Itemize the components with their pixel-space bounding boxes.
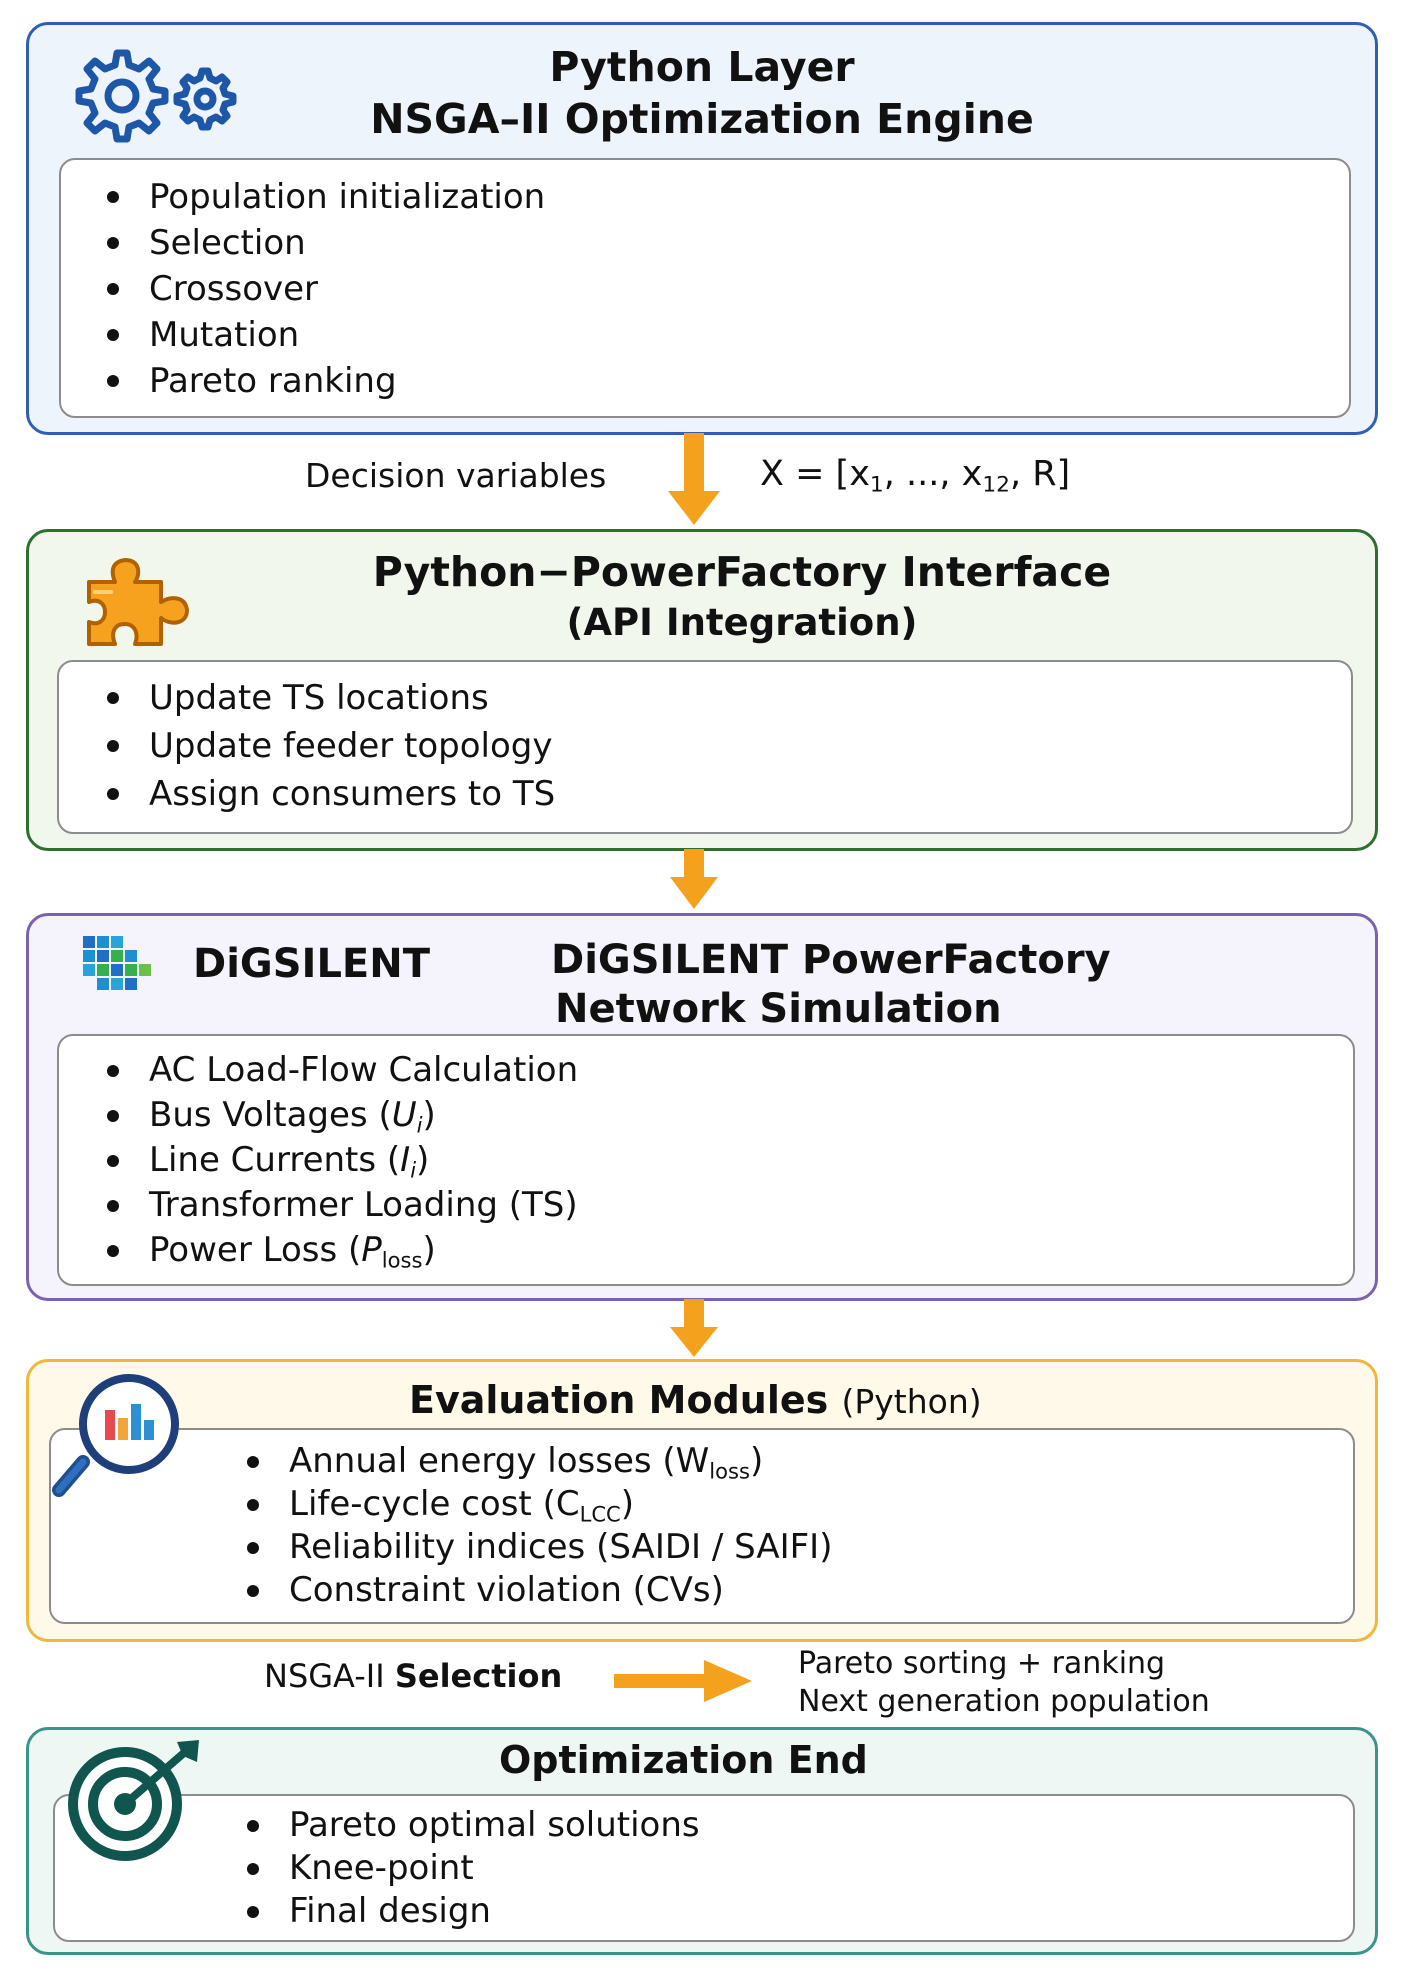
list-item: AC Load-Flow Calculation bbox=[101, 1048, 578, 1093]
item-text: ) bbox=[620, 1484, 635, 1524]
formula-subscript: 12 bbox=[982, 472, 1010, 498]
item-symbol: U bbox=[391, 1095, 417, 1135]
item-subscript: loss bbox=[381, 1247, 423, 1273]
item-text: Constraint violation (CVs) bbox=[289, 1570, 724, 1610]
simulation-panel: DiGSILENT DiGSILENT PowerFactory Network… bbox=[26, 913, 1378, 1301]
optimization-end-title: Optimization End bbox=[499, 1738, 868, 1782]
item-symbol: I bbox=[400, 1140, 411, 1180]
formula-part: , R] bbox=[1009, 454, 1071, 494]
evaluation-title: Evaluation Modules (Python) bbox=[409, 1374, 982, 1428]
interface-steps: Update TS locations Update feeder topolo… bbox=[101, 674, 555, 818]
item-text: Reliability indices (SAIDI / SAIFI) bbox=[289, 1527, 833, 1567]
list-item: Assign consumers to TS bbox=[101, 770, 555, 818]
item-text: ) bbox=[416, 1140, 430, 1180]
decision-vector-formula: X = [x1, ..., x12, R] bbox=[760, 454, 1071, 496]
list-item: Update feeder topology bbox=[101, 722, 555, 770]
end-results: Pareto optimal solutions Knee-point Fina… bbox=[241, 1804, 700, 1933]
simulation-subtitle: Network Simulation bbox=[555, 986, 1002, 1032]
item-text: Power Loss ( bbox=[149, 1230, 362, 1270]
item-text: ) bbox=[750, 1441, 764, 1481]
decision-variables-label: Decision variables bbox=[305, 456, 607, 495]
digsilent-logo-icon bbox=[83, 936, 151, 990]
item-text: Transformer Loading (TS) bbox=[149, 1185, 578, 1225]
down-arrow-3 bbox=[670, 1299, 718, 1357]
interface-panel: Python−PowerFactory Interface (API Integ… bbox=[26, 529, 1378, 851]
item-symbol: P bbox=[361, 1230, 382, 1270]
selection-label-prefix: NSGA-II bbox=[264, 1657, 385, 1695]
item-text: ) bbox=[422, 1095, 436, 1135]
simulation-title: DiGSILENT PowerFactory bbox=[551, 937, 1111, 983]
list-item: Bus Voltages (Ui) bbox=[101, 1093, 578, 1138]
pareto-sorting-label: Pareto sorting + ranking bbox=[798, 1646, 1166, 1681]
list-item: Reliability indices (SAIDI / SAIFI) bbox=[241, 1526, 832, 1569]
list-item: Annual energy losses (Wloss) bbox=[241, 1440, 832, 1483]
end-results-box: Pareto optimal solutions Knee-point Fina… bbox=[53, 1794, 1355, 1942]
list-item: Crossover bbox=[101, 266, 545, 312]
python-layer-subtitle: NSGA–II Optimization Engine bbox=[370, 95, 1034, 143]
target-icon bbox=[68, 1740, 199, 1861]
python-layer-steps-box: Population initialization Selection Cros… bbox=[59, 158, 1351, 418]
python-layer-steps: Population initialization Selection Cros… bbox=[101, 174, 545, 404]
formula-part: , ..., x bbox=[883, 454, 983, 494]
evaluation-metrics-box: Annual energy losses (Wloss) Life-cycle … bbox=[49, 1428, 1355, 1624]
optimization-end-panel: Pareto optimal solutions Knee-point Fina… bbox=[26, 1727, 1378, 1955]
magnifier-chart-icon bbox=[52, 1374, 179, 1497]
item-subscript: i bbox=[410, 1157, 417, 1183]
item-subscript: LCC bbox=[579, 1501, 621, 1527]
formula-subscript: 1 bbox=[869, 472, 884, 498]
nsga-selection-label: NSGA-II Selection bbox=[264, 1657, 562, 1695]
item-subscript: loss bbox=[709, 1458, 750, 1484]
next-generation-label: Next generation population bbox=[798, 1684, 1210, 1719]
item-subscript: i bbox=[416, 1112, 423, 1138]
list-item: Update TS locations bbox=[101, 674, 555, 722]
list-item: Final design bbox=[241, 1890, 700, 1933]
simulation-outputs-box: AC Load-Flow Calculation Bus Voltages (U… bbox=[57, 1034, 1355, 1286]
down-arrow-2 bbox=[670, 849, 718, 909]
item-text: Bus Voltages ( bbox=[149, 1095, 392, 1135]
list-item: Selection bbox=[101, 220, 545, 266]
list-item: Mutation bbox=[101, 312, 545, 358]
evaluation-metrics: Annual energy losses (Wloss) Life-cycle … bbox=[241, 1440, 832, 1612]
evaluation-title-suffix: (Python) bbox=[841, 1382, 982, 1421]
interface-title: Python−PowerFactory Interface bbox=[372, 548, 1112, 596]
list-item: Knee-point bbox=[241, 1847, 700, 1890]
puzzle-piece-icon bbox=[87, 558, 189, 646]
evaluation-title-main: Evaluation Modules bbox=[409, 1378, 829, 1422]
right-arrow bbox=[614, 1660, 752, 1702]
evaluation-panel: Annual energy losses (Wloss) Life-cycle … bbox=[26, 1359, 1378, 1642]
list-item: Population initialization bbox=[101, 174, 545, 220]
down-arrow-1 bbox=[668, 433, 720, 525]
item-text: Annual energy losses (W bbox=[289, 1441, 710, 1481]
list-item: Life-cycle cost (CLCC) bbox=[241, 1483, 832, 1526]
list-item: Pareto ranking bbox=[101, 358, 545, 404]
python-layer-panel: Python Layer NSGA–II Optimization Engine… bbox=[26, 22, 1378, 435]
list-item: Pareto optimal solutions bbox=[241, 1804, 700, 1847]
formula-part: X = [x bbox=[760, 454, 870, 494]
interface-steps-box: Update TS locations Update feeder topolo… bbox=[57, 660, 1353, 834]
digsilent-logo-text: DiGSILENT bbox=[193, 941, 431, 987]
gears-icon bbox=[75, 49, 237, 143]
list-item: Power Loss (Ploss) bbox=[101, 1228, 578, 1273]
interface-subtitle: (API Integration) bbox=[566, 601, 918, 644]
item-text: Line Currents ( bbox=[149, 1140, 401, 1180]
list-item: Constraint violation (CVs) bbox=[241, 1569, 832, 1612]
python-layer-title: Python Layer bbox=[549, 43, 855, 91]
item-text: Life-cycle cost (C bbox=[289, 1484, 580, 1524]
item-text: ) bbox=[422, 1230, 436, 1270]
item-text: AC Load-Flow Calculation bbox=[149, 1050, 579, 1090]
selection-label-bold: Selection bbox=[394, 1657, 563, 1695]
list-item: Transformer Loading (TS) bbox=[101, 1183, 578, 1228]
list-item: Line Currents (Ii) bbox=[101, 1138, 578, 1183]
simulation-outputs: AC Load-Flow Calculation Bus Voltages (U… bbox=[101, 1048, 578, 1273]
